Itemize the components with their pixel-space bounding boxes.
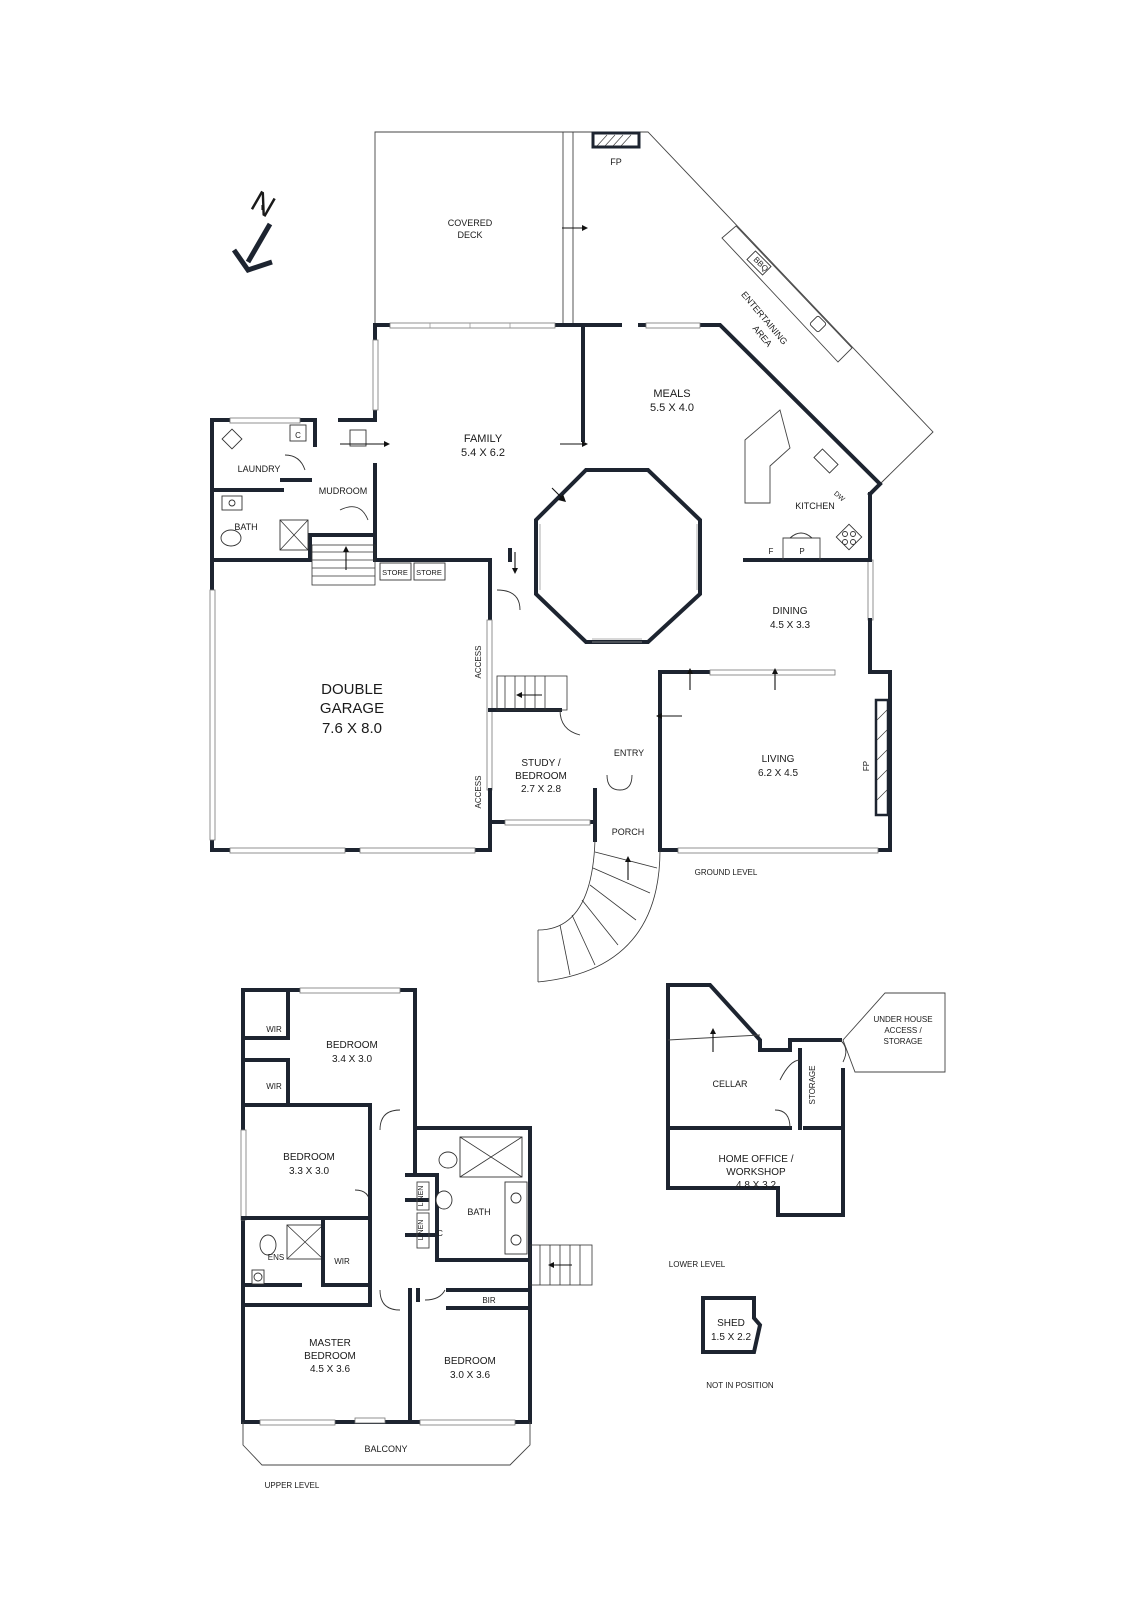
fp-hatch: [596, 134, 632, 147]
room-garage-dims: 7.6 X 8.0: [322, 720, 382, 737]
label-covered-deck-2: DECK: [457, 230, 482, 240]
room-garage-name-1: DOUBLE: [321, 681, 383, 698]
north-compass: N: [231, 185, 281, 273]
room-living-dims: 6.2 X 4.5: [758, 768, 798, 779]
room-laundry-name: LAUNDRY: [238, 464, 281, 474]
room-master-name-2: BEDROOM: [304, 1351, 356, 1362]
label-wir-2: WIR: [266, 1082, 282, 1091]
room-study-dims: 2.7 X 2.8: [521, 784, 561, 795]
room-master-name-1: MASTER: [309, 1338, 351, 1349]
entry-stairs: [496, 675, 568, 711]
shed-name: SHED: [717, 1318, 745, 1329]
compass-north-label: N: [245, 185, 280, 224]
room-master-dims: 4.5 X 3.6: [310, 1364, 350, 1375]
upper-level-plan: WIR WIR BEDROOM 3.4 X 3.0 BEDROOM 3.3 X …: [240, 987, 593, 1490]
ground-level-caption: GROUND LEVEL: [695, 868, 758, 877]
room-under-2: ACCESS /: [884, 1026, 922, 1035]
label-wir-1: WIR: [266, 1025, 282, 1034]
label-f: F: [769, 547, 774, 556]
room-dining-name: DINING: [773, 606, 808, 617]
lower-level-caption: LOWER LEVEL: [669, 1260, 726, 1269]
room-living-name: LIVING: [762, 754, 795, 765]
room-bed3-dims: 3.0 X 3.6: [450, 1370, 490, 1381]
porch-spiral-stairs: [537, 839, 661, 983]
room-study-name-1: STUDY /: [521, 758, 560, 769]
label-linen-2: LINEN: [418, 1220, 425, 1241]
label-c-upper: C: [437, 1229, 443, 1238]
room-meals-dims: 5.5 X 4.0: [650, 402, 694, 414]
room-entry-name: ENTRY: [614, 748, 644, 758]
upper-stairs: [529, 1244, 593, 1286]
octagon-windows: [539, 524, 698, 643]
room-bath-up-name: BATH: [467, 1207, 490, 1217]
room-family-dims: 5.4 X 6.2: [461, 447, 505, 459]
room-study-name-2: BEDROOM: [515, 771, 567, 782]
room-cellar-name: CELLAR: [712, 1079, 748, 1089]
room-family-name: FAMILY: [464, 433, 503, 445]
room-bed1-dims: 3.4 X 3.0: [332, 1054, 372, 1065]
room-office-name-1: HOME OFFICE /: [719, 1154, 794, 1165]
room-office-dims: 4.8 X 3.2: [736, 1180, 776, 1191]
label-store-1: STORE: [382, 568, 408, 577]
shed-plan: SHED 1.5 X 2.2 NOT IN POSITION: [701, 1296, 774, 1390]
room-under-3: STORAGE: [884, 1037, 923, 1046]
label-access-1: ACCESS: [474, 646, 483, 679]
room-balcony-name: BALCONY: [364, 1444, 407, 1454]
label-store-2: STORE: [416, 568, 442, 577]
room-porch-name: PORCH: [612, 827, 645, 837]
room-garage-name-2: GARAGE: [320, 700, 384, 717]
label-access-2: ACCESS: [474, 776, 483, 809]
shed-caption: NOT IN POSITION: [706, 1381, 774, 1390]
label-bir: BIR: [482, 1296, 496, 1305]
ground-arrows: [340, 225, 778, 880]
label-covered-deck-1: COVERED: [448, 218, 493, 228]
room-mudroom-name: MUDROOM: [319, 486, 368, 496]
room-meals-name: MEALS: [653, 388, 690, 400]
room-under-1: UNDER HOUSE: [873, 1015, 932, 1024]
mudroom-stairs: [311, 544, 376, 586]
room-bed3-name: BEDROOM: [444, 1356, 496, 1367]
room-bed2-name: BEDROOM: [283, 1152, 335, 1163]
label-ens: ENS: [268, 1253, 284, 1262]
room-bed2-dims: 3.3 X 3.0: [289, 1166, 329, 1177]
room-bed1-name: BEDROOM: [326, 1040, 378, 1051]
label-wir-3: WIR: [334, 1257, 350, 1266]
lower-level-plan: CELLAR STORAGE UNDER HOUSE ACCESS / STOR…: [666, 983, 946, 1269]
label-fp-deck: FP: [610, 157, 622, 167]
ground-level-plan: COVERED DECK FP BBQ ENTERTAINING AREA FA…: [209, 131, 934, 983]
room-dining-dims: 4.5 X 3.3: [770, 620, 810, 631]
label-linen-1: LINEN: [418, 1186, 425, 1207]
label-p: P: [799, 547, 804, 556]
label-c-laundry: C: [295, 431, 301, 440]
label-storage: STORAGE: [808, 1066, 817, 1105]
room-office-name-2: WORKSHOP: [726, 1167, 786, 1178]
room-bath-name: BATH: [234, 522, 257, 532]
upper-level-caption: UPPER LEVEL: [265, 1481, 320, 1490]
room-kitchen-name: KITCHEN: [795, 501, 835, 511]
shed-dims: 1.5 X 2.2: [711, 1332, 751, 1343]
label-fp-living: FP: [862, 761, 871, 771]
living-fp-hatch: [876, 709, 888, 801]
